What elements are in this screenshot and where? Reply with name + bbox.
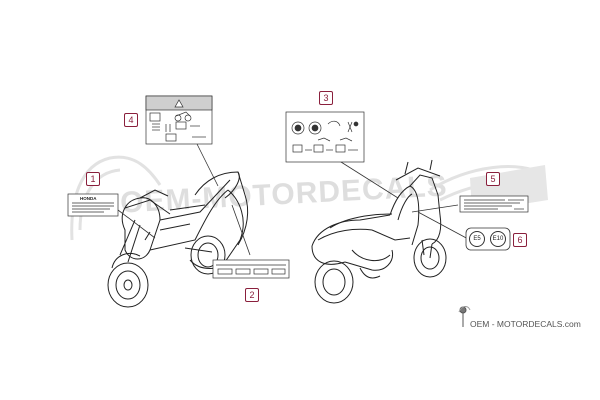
scooter-left xyxy=(107,171,249,308)
callout-2: 2 xyxy=(245,288,259,302)
label-5-graphic xyxy=(459,195,529,213)
site-logo-icon xyxy=(458,306,471,327)
label-1-brand: HONDA xyxy=(80,196,97,201)
label-6-e5: E5 xyxy=(469,231,485,247)
callout-5: 5 xyxy=(486,172,500,186)
label-6-e10: E10 xyxy=(490,231,506,247)
callout-1: 1 xyxy=(86,172,100,186)
label-4-graphic xyxy=(145,95,213,145)
label-1-graphic xyxy=(67,193,119,217)
callout-4: 4 xyxy=(124,113,138,127)
callout-3: 3 xyxy=(319,91,333,105)
label-3-graphic xyxy=(285,111,365,163)
callout-6: 6 xyxy=(513,233,527,247)
site-watermark: OEM - MOTORDECALS.com xyxy=(470,319,581,329)
scooter-right xyxy=(311,159,447,304)
label-2-graphic xyxy=(212,259,290,279)
